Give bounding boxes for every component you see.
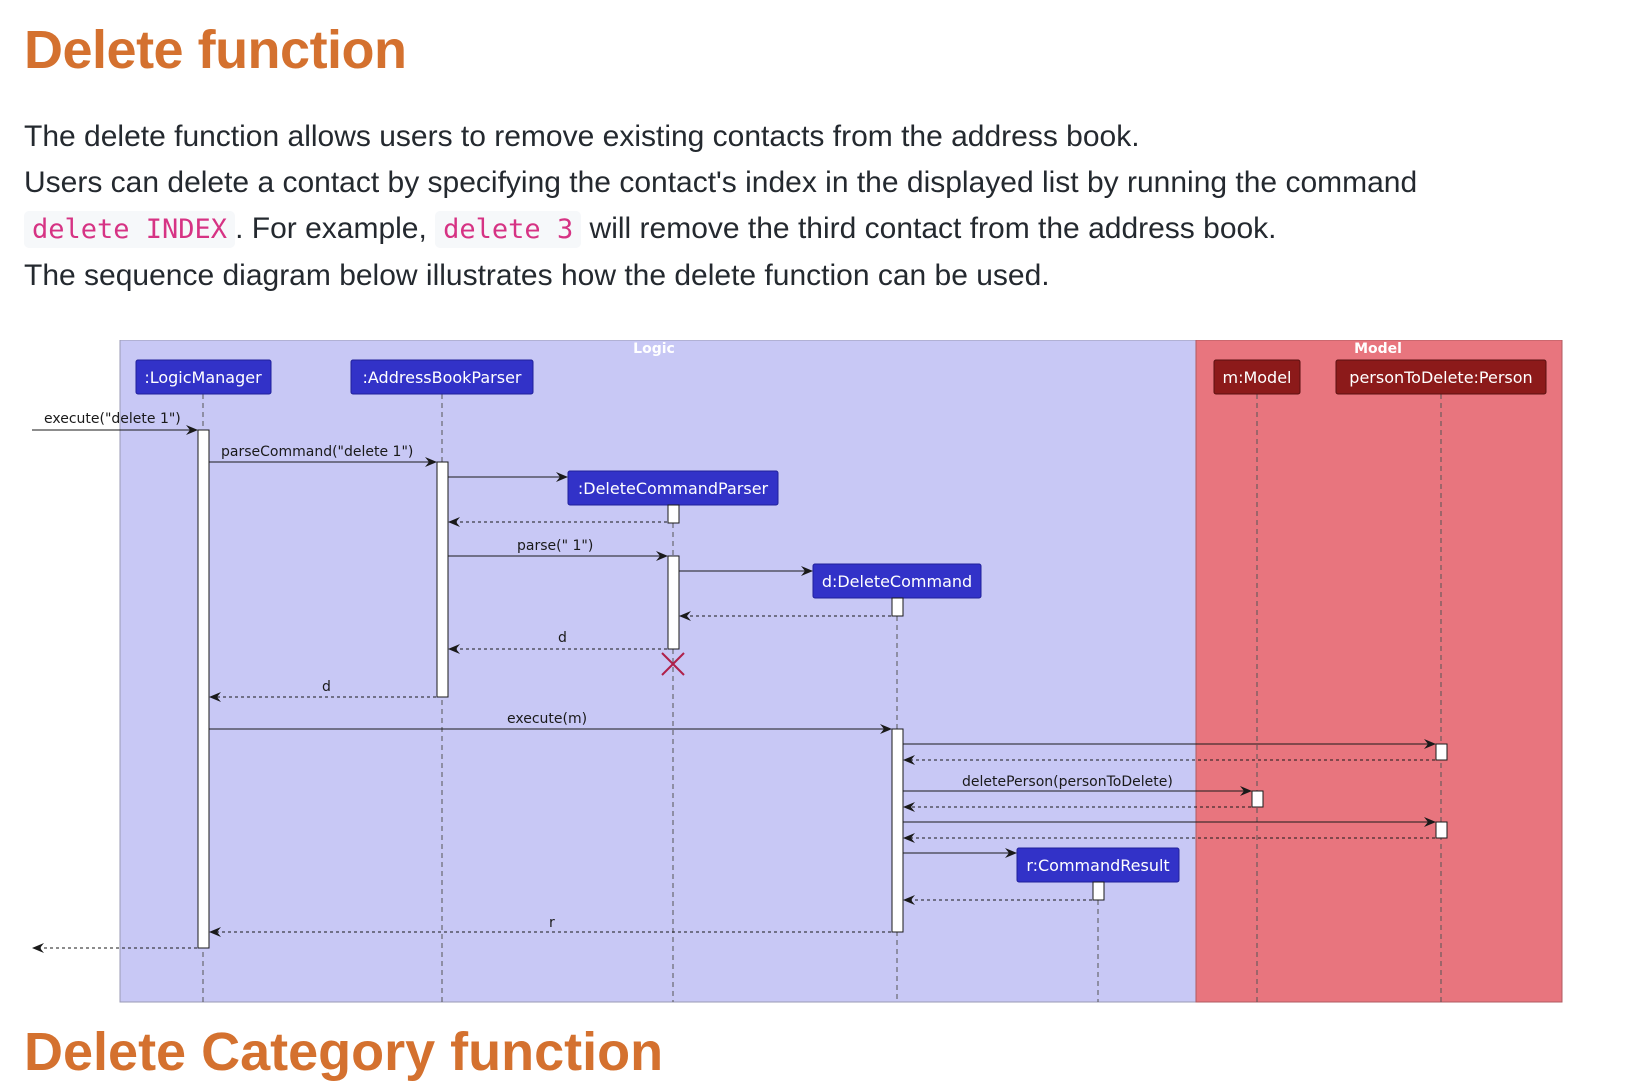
participant-model: m:Model: [1213, 359, 1301, 395]
logic-group-title: Logic: [633, 341, 675, 357]
inline-code-delete-index: delete INDEX: [24, 211, 236, 248]
page-title: Delete function: [24, 20, 407, 80]
inline-code-delete-3: delete 3: [435, 211, 582, 248]
participant-logic-manager: :LogicManager: [135, 359, 272, 395]
participant-command-result: r:CommandResult: [1016, 847, 1180, 883]
description-line-1: The delete function allows users to remo…: [24, 120, 1140, 153]
participant-label: d:DeleteCommand: [822, 572, 972, 591]
message-label: d: [558, 630, 567, 646]
message-label: r: [549, 915, 555, 931]
participant-delete-command: d:DeleteCommand: [812, 563, 982, 599]
participant-label: :DeleteCommandParser: [578, 479, 769, 498]
message-label: deletePerson(personToDelete): [962, 774, 1173, 790]
participant-label: r:CommandResult: [1026, 856, 1169, 875]
description-line-4: The sequence diagram below illustrates h…: [24, 259, 1050, 292]
participant-label: personToDelete:Person: [1349, 368, 1532, 387]
message-label: execute("delete 1"): [44, 411, 181, 427]
sequence-diagram: Logic Model :LogicManager :AddressBookPa…: [32, 340, 1563, 1003]
message-label: execute(m): [507, 711, 587, 727]
participant-delete-command-parser: :DeleteCommandParser: [567, 470, 779, 506]
logic-group-box: [119, 340, 1197, 1003]
participant-label: m:Model: [1222, 368, 1291, 387]
message-arrows: [32, 425, 1436, 953]
participant-person: personToDelete:Person: [1335, 359, 1547, 395]
description-text: will remove the third contact from the a…: [581, 212, 1277, 245]
description-paragraph: The delete function allows users to remo…: [24, 114, 1624, 299]
model-group-title: Model: [1354, 341, 1402, 357]
description-line-2: Users can delete a contact by specifying…: [24, 166, 1418, 199]
participant-address-book-parser: :AddressBookParser: [350, 359, 534, 395]
next-section-heading: Delete Category function: [24, 1022, 664, 1082]
message-label: parse(" 1"): [517, 538, 593, 554]
message-label: d: [322, 679, 331, 695]
model-group-box: [1195, 340, 1563, 1003]
activation-bars: [197, 429, 1448, 949]
destroy-icon: [661, 652, 685, 676]
description-line-3: delete INDEX. For example, delete 3 will…: [24, 206, 1624, 253]
description-text: . For example,: [235, 212, 436, 245]
participant-label: :LogicManager: [144, 368, 262, 387]
message-label: parseCommand("delete 1"): [221, 444, 413, 460]
participant-label: :AddressBookParser: [363, 368, 522, 387]
